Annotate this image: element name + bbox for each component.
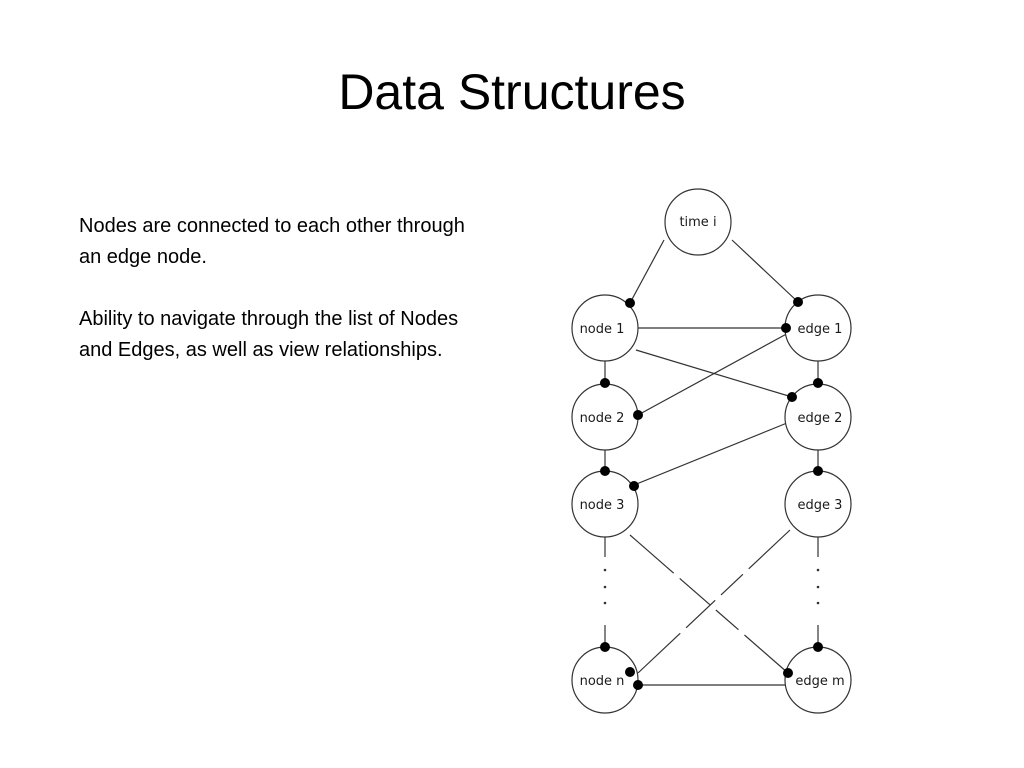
link-noden-edge3 <box>637 529 791 674</box>
node-circle-node1 <box>571 294 639 362</box>
ellipsis-dot <box>603 585 607 589</box>
connector-dot <box>793 297 803 307</box>
label-edge3: edge 3 <box>798 498 843 513</box>
connector-dot <box>629 481 639 491</box>
node-circle-time <box>664 188 732 256</box>
label-node2: node 2 <box>580 411 625 426</box>
ellipsis-dot <box>816 585 820 589</box>
label-node1: node 1 <box>580 322 625 337</box>
connector-dot <box>783 668 793 678</box>
paragraph-navigation: Ability to navigate through the list of … <box>79 308 459 361</box>
ellipsis-dot <box>816 568 820 572</box>
link-node3-edge2 <box>633 422 788 486</box>
ellipsis-dot <box>816 601 820 605</box>
connector-dot <box>813 466 823 476</box>
connector-dot <box>625 298 635 308</box>
ellipsis-dot <box>603 568 607 572</box>
connector-dot <box>813 642 823 652</box>
connector-dot <box>633 680 643 690</box>
link-time-node1 <box>629 239 665 304</box>
link-node2-edge1 <box>637 330 793 416</box>
label-edge1: edge 1 <box>798 322 843 337</box>
label-time: time i <box>679 215 716 230</box>
connector-dot <box>787 392 797 402</box>
label-edge2: edge 2 <box>798 411 843 426</box>
label-noden: node n <box>580 674 625 689</box>
slide-title: Data Structures <box>338 64 686 120</box>
label-node3: node 3 <box>580 498 625 513</box>
connector-dot <box>600 378 610 388</box>
connector-dot <box>813 378 823 388</box>
connector-dot <box>625 667 635 677</box>
paragraph-nodes-connected: Nodes are connected to each other throug… <box>79 215 465 268</box>
link-node3-edgem <box>629 534 789 674</box>
ellipsis-dot <box>603 601 607 605</box>
connector-dot <box>633 410 643 420</box>
link-time-edge1 <box>731 239 799 303</box>
connector-dot <box>781 323 791 333</box>
slide-body: Nodes are connected to each other throug… <box>79 211 479 397</box>
connector-dot <box>600 642 610 652</box>
connector-dot <box>600 466 610 476</box>
graph-diagram: time i node 1 node 2 node 3 node n edge … <box>571 188 852 714</box>
label-edgem: edge m <box>795 674 844 689</box>
